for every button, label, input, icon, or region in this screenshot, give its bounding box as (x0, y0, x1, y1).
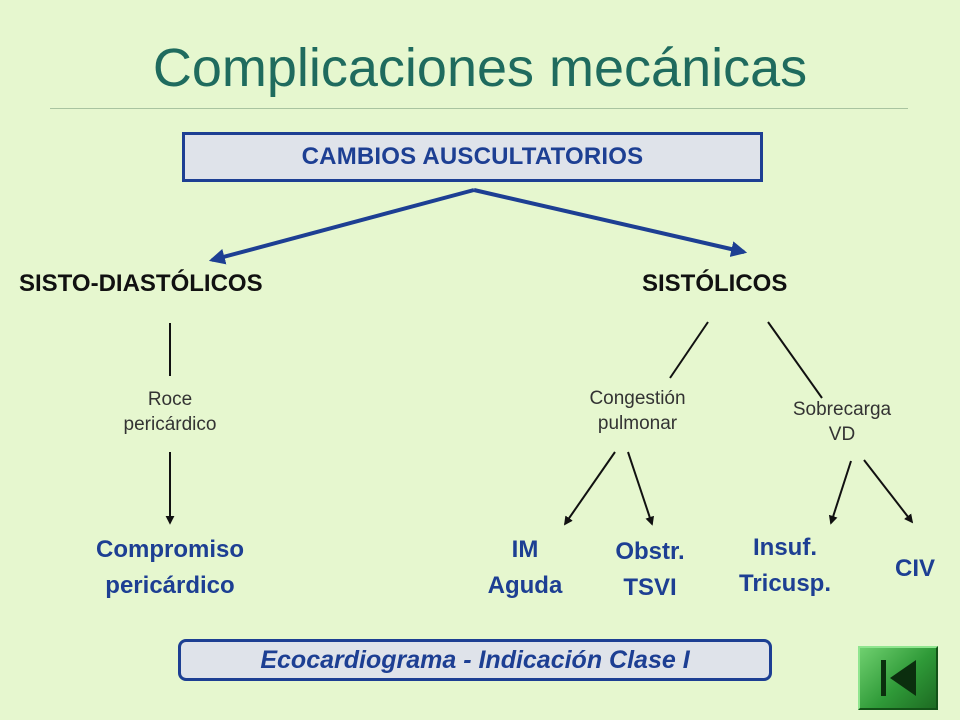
outcome-insuf-tricusp: Insuf. Tricusp. (715, 530, 855, 602)
outcome-compromiso-line-1: Compromiso (95, 536, 244, 563)
footer-box: Ecocardiograma - Indicación Clase I (178, 639, 772, 681)
node-sobrecarga-line-2: VD (828, 424, 856, 445)
node-congestion-line-2: pulmonar (597, 413, 678, 434)
footer-label: Ecocardiograma - Indicación Clase I (260, 645, 690, 674)
outcome-obstr-line-2: TSVI (623, 574, 677, 601)
arrow-sobrecarga-to-civ (863, 459, 914, 524)
heading-sisto-diastolicos: SISTO-DIASTÓLICOS (19, 270, 263, 297)
arrow-congestion-to-im (563, 451, 616, 526)
outcome-obstr-tsvi: Obstr. TSVI (585, 534, 715, 606)
node-sobrecarga-vd: Sobrecarga VD (762, 397, 922, 447)
node-sobrecarga-line-1: Sobrecarga (792, 399, 892, 420)
skip-to-first-icon (881, 660, 916, 696)
node-congestion-pulmonar: Congestión pulmonar (555, 386, 720, 436)
arrow-sobrecarga-to-insuf (828, 460, 852, 525)
line-right-to-congestion (669, 321, 709, 379)
outcome-insuf-line-2: Tricusp. (738, 570, 832, 597)
arrow-congestion-to-obstr (627, 451, 654, 526)
outcome-civ: CIV (870, 551, 960, 587)
page-title: Complicaciones mecánicas (152, 38, 808, 98)
node-congestion-line-1: Congestión (589, 388, 686, 409)
line-right-to-sobrecarga (767, 321, 823, 399)
root-box-label: CAMBIOS AUSCULTATORIOS (301, 143, 644, 170)
title-divider (50, 108, 908, 109)
heading-sistolicos: SISTÓLICOS (642, 270, 788, 297)
arrow-root-to-left (208, 188, 475, 265)
node-roce-line-1: Roce (147, 389, 193, 410)
outcome-civ-line-1: CIV (894, 555, 935, 582)
outcome-im-line-2: Aguda (487, 572, 563, 599)
outcome-im-aguda: IM Aguda (460, 532, 590, 604)
outcome-compromiso-pericardico: Compromiso pericárdico (50, 532, 290, 604)
arrow-root-to-right (473, 188, 748, 257)
root-box: CAMBIOS AUSCULTATORIOS (182, 132, 763, 182)
outcome-im-line-1: IM (511, 536, 539, 563)
node-roce-line-2: pericárdico (123, 414, 217, 435)
outcome-insuf-line-1: Insuf. (753, 534, 817, 561)
outcome-compromiso-line-2: pericárdico (105, 572, 235, 599)
first-slide-button[interactable] (858, 646, 938, 710)
node-roce-pericardico: Roce pericárdico (90, 387, 250, 437)
outcome-obstr-line-1: Obstr. (615, 538, 685, 565)
